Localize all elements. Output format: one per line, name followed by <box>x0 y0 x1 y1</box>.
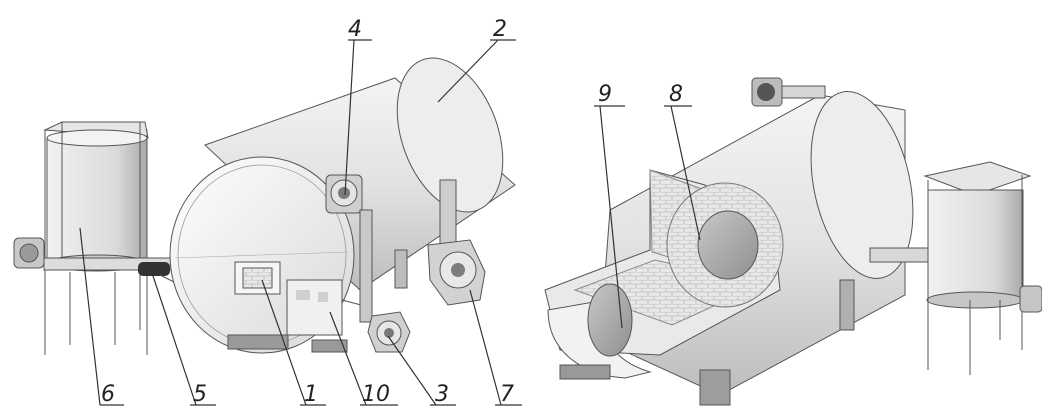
left-assembly: 4 2 6 5 1 10 3 7 <box>13 17 522 407</box>
fan-top-right <box>751 77 826 107</box>
label-3: 3 <box>435 382 449 407</box>
firebox-door-1 <box>234 261 281 295</box>
label-10: 10 <box>362 382 390 407</box>
leader-lines-left <box>79 39 522 406</box>
control-box-10 <box>286 279 366 336</box>
label-2: 2 <box>493 17 507 42</box>
tank-right <box>923 161 1042 375</box>
label-7: 7 <box>500 382 514 407</box>
pump-left <box>13 237 45 269</box>
fan-7 <box>427 179 486 306</box>
label-8: 8 <box>669 82 683 107</box>
fan-4 <box>325 174 363 214</box>
supports-right <box>559 279 855 406</box>
label-1: 1 <box>304 382 318 407</box>
supports-left <box>227 249 408 353</box>
combustion-chamber-8 <box>666 182 784 308</box>
label-9: 9 <box>598 82 612 107</box>
tank-6 <box>40 121 150 355</box>
firebox-9 <box>547 283 652 379</box>
fan-3 <box>359 209 411 353</box>
label-6: 6 <box>101 382 115 407</box>
pipe-5 <box>43 257 181 286</box>
right-assembly: 9 8 <box>544 77 1042 406</box>
label-5: 5 <box>193 382 207 407</box>
label-4: 4 <box>348 17 362 42</box>
leader-lines-right <box>594 105 701 329</box>
